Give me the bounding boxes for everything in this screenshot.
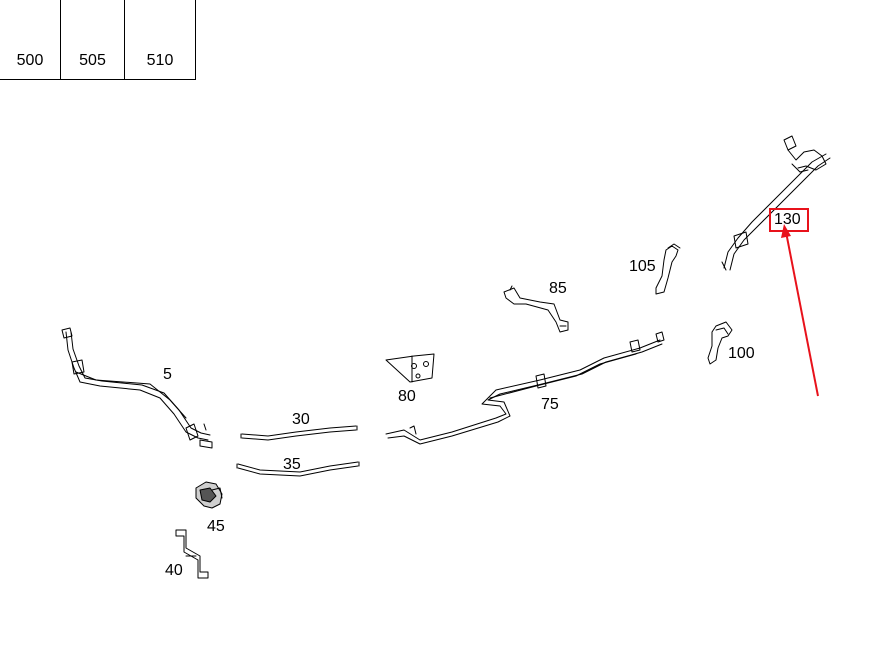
highlight-box-130[interactable]: 130 (769, 208, 809, 232)
legend-item-510[interactable]: 510 (125, 0, 196, 80)
callout-arrow (781, 224, 819, 397)
part-130-line[interactable] (721, 135, 831, 271)
part-label-30[interactable]: 30 (292, 411, 310, 428)
part-30-line[interactable] (240, 425, 358, 441)
part-80-bracket[interactable] (385, 353, 435, 383)
part-100-hose[interactable] (707, 321, 733, 365)
part-label-35[interactable]: 35 (283, 456, 301, 473)
legend-item-505[interactable]: 505 (61, 0, 125, 80)
part-105-hose[interactable] (655, 243, 681, 295)
legend-number: 500 (16, 52, 44, 69)
part-label-75[interactable]: 75 (541, 396, 559, 413)
part-75-line[interactable] (385, 331, 665, 445)
part-label-45[interactable]: 45 (207, 518, 225, 535)
part-label-100[interactable]: 100 (728, 345, 755, 362)
legend-number: 510 (146, 52, 174, 69)
legend-item-500[interactable]: 500 (0, 0, 61, 80)
part-label-40[interactable]: 40 (165, 562, 183, 579)
part-label-105[interactable]: 105 (629, 258, 656, 275)
part-label-85[interactable]: 85 (549, 280, 567, 297)
part-85-bracket[interactable] (503, 285, 569, 333)
part-label-5[interactable]: 5 (163, 366, 172, 383)
legend-number: 505 (79, 52, 106, 69)
part-label-130: 130 (774, 211, 801, 228)
part-40-bracket[interactable] (175, 529, 209, 579)
part-5-line[interactable] (61, 327, 213, 449)
part-45-clip[interactable] (195, 481, 223, 509)
part-label-80[interactable]: 80 (398, 388, 416, 405)
part-35-line[interactable] (236, 461, 360, 477)
